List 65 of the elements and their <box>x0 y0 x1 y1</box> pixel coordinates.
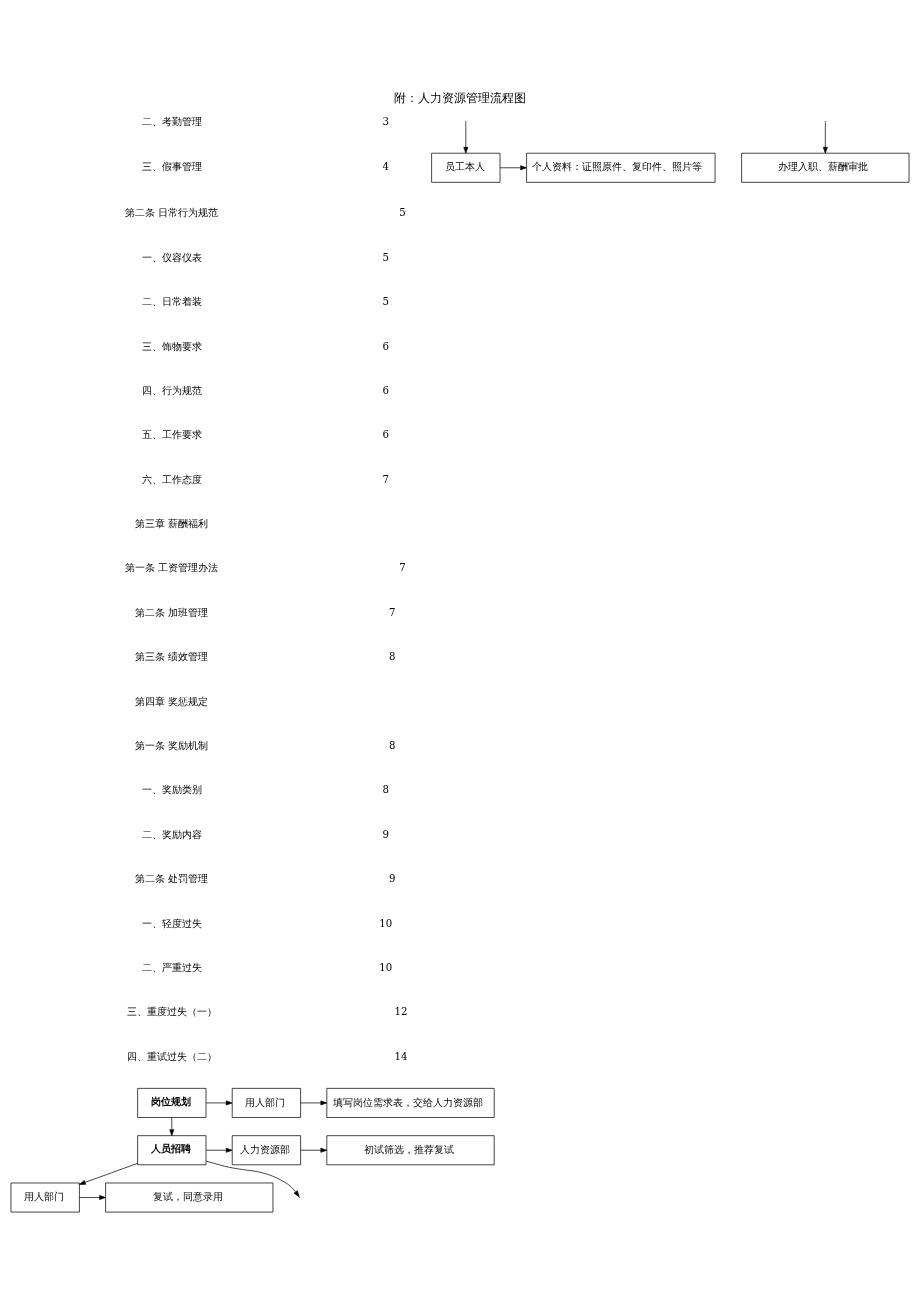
node-box: 初试筛选，推荐复试 <box>326 1135 495 1166</box>
arrow <box>499 165 527 171</box>
label: 二、奖励内容 <box>141 828 202 840</box>
node-box: 人员招聘 <box>137 1135 207 1166</box>
arrow <box>205 1160 300 1198</box>
node-box: 员工本人 <box>431 152 501 183</box>
label: 六、工作态度 <box>141 473 202 485</box>
arrow <box>169 1117 175 1136</box>
arrow <box>79 1163 138 1185</box>
label: 8 <box>389 740 396 752</box>
label: 8 <box>382 784 390 796</box>
label: 五、工作要求 <box>141 429 202 441</box>
node-box: 岗位规划 <box>137 1088 207 1118</box>
label: 第四章 奖惩规定 <box>135 695 209 707</box>
label: 第二条 日常行为规范 <box>125 207 219 219</box>
label: 7 <box>382 473 390 485</box>
label: 第三章 薪酬福利 <box>135 518 209 530</box>
node-box: 用人部门 <box>10 1182 80 1213</box>
node-box: 个人资料：证照原件、复印件、照片等 <box>526 152 716 183</box>
label: 6 <box>382 429 390 441</box>
label: 第二条 加班管理 <box>135 606 209 618</box>
node-box: 办理入职、薪酬审批 <box>741 152 910 183</box>
label: 5 <box>399 207 406 219</box>
label: 二、日常着装 <box>141 296 202 308</box>
label: 四、重试过失（二） <box>126 1050 217 1062</box>
label: 14 <box>394 1050 408 1062</box>
label: 10 <box>379 961 393 973</box>
arrow <box>300 1147 328 1153</box>
label: 第一条 工资管理办法 <box>125 562 219 574</box>
label: 一、奖励类别 <box>141 784 202 796</box>
label: 一、轻度过失 <box>141 917 202 929</box>
diagram-title: 附：人力资源管理流程图 <box>394 91 526 106</box>
label: 6 <box>382 384 390 396</box>
label: 二、严重过失 <box>141 961 202 973</box>
label: 三、假事管理 <box>141 161 202 173</box>
label: 一、仪容仪表 <box>141 251 202 263</box>
arrow <box>300 1100 328 1106</box>
node-box: 人力资源部 <box>231 1135 301 1166</box>
label: 三、重度过失（一） <box>126 1006 217 1018</box>
label: 10 <box>379 917 393 929</box>
arrow <box>79 1195 106 1200</box>
label: 第二条 处罚管理 <box>135 873 209 885</box>
arrow <box>205 1100 233 1106</box>
label: 四、行为规范 <box>141 384 202 396</box>
arrow <box>463 122 469 154</box>
node-box: 用人部门 <box>231 1088 301 1118</box>
node-box: 填写岗位需求表，交给人力资源部 <box>326 1088 495 1118</box>
label: 8 <box>389 651 396 663</box>
label: 3 <box>382 115 390 127</box>
node-box: 复试，同意录用 <box>105 1182 274 1213</box>
label: 6 <box>382 340 390 352</box>
label: 4 <box>382 161 390 173</box>
label: 5 <box>382 296 390 308</box>
label: 第三条 绩效管理 <box>135 651 209 663</box>
label: 5 <box>382 251 390 263</box>
label: 第一条 奖励机制 <box>135 740 209 752</box>
arrow <box>822 122 828 154</box>
label: 9 <box>389 873 396 885</box>
label: 7 <box>389 606 396 618</box>
label: 12 <box>394 1006 408 1018</box>
label: 三、饰物要求 <box>141 340 202 352</box>
label: 7 <box>399 562 406 574</box>
label: 二、考勤管理 <box>141 115 202 127</box>
label: 9 <box>382 828 390 840</box>
arrow <box>205 1147 233 1153</box>
